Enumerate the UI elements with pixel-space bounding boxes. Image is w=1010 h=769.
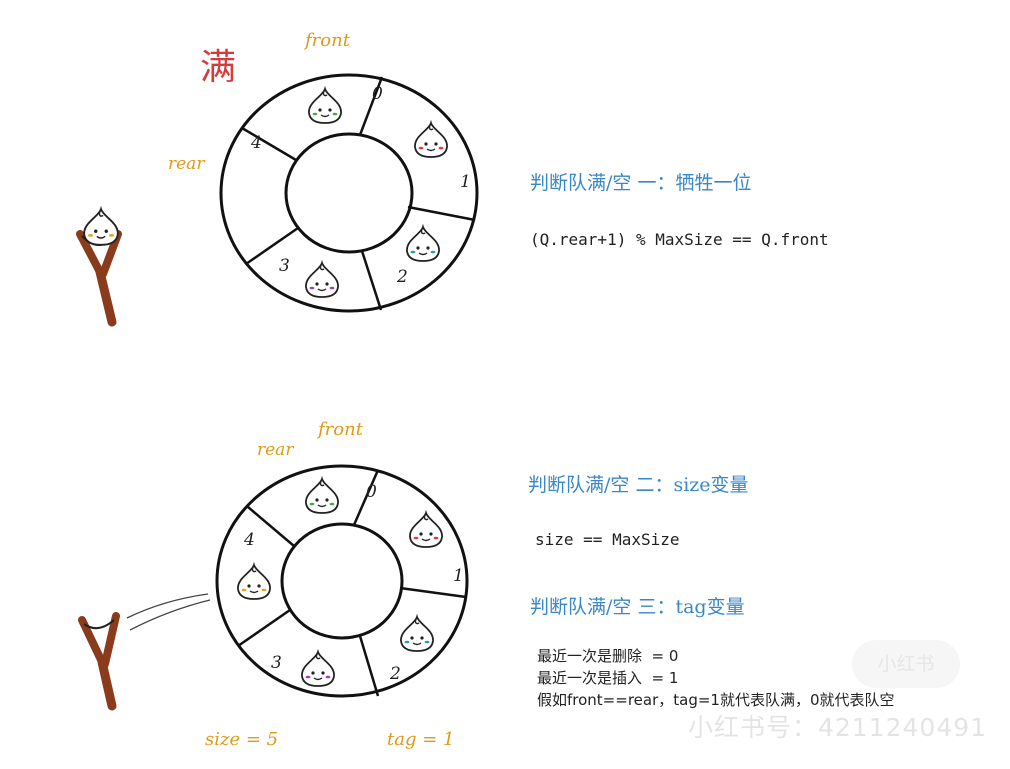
watermark-logo: 小红书 [852,640,960,688]
method2-formula: size == MaxSize [535,530,680,549]
watermark-id: 小红书号：4211240491 [688,713,988,742]
method3-line-1: 最近一次是删除 = 0 [537,647,679,665]
dumpling-face-icon [305,260,339,298]
queue1-slot-1-label: 1 [460,172,471,192]
method1-formula: (Q.rear+1) % MaxSize == Q.front [530,230,829,249]
dumpling-face-icon [400,614,434,652]
queue1-rear-label: rear [168,154,205,174]
queue2-slot-4-label: 4 [244,530,255,550]
queue2-slot-1-label: 1 [453,566,464,586]
method3-line-3: 假如front==rear，tag=1就代表队满，0就代表队空 [537,691,895,709]
dumpling-face-icon [409,510,443,548]
motion-lines [126,593,211,631]
dumpling-face-icon [301,649,335,687]
queue2-slot-2-label: 2 [390,664,401,684]
method2-heading: 判断队满/空 二：size变量 [528,474,749,496]
queue1-slot-0-label: 0 [372,84,383,104]
slingshot-icon [78,612,120,711]
tag-label: tag = 1 [387,729,455,750]
queue2-slot-0-label: 0 [366,482,377,502]
queue1-slot-4-label: 4 [251,133,262,153]
dumpling-face-icon [308,86,342,124]
full-label: 满 [200,47,237,88]
queue1-slot-2-label: 2 [397,267,408,287]
queue1-ring [219,73,479,313]
dumpling-face-icon [406,224,440,262]
method3-line-2: 最近一次是插入 = 1 [537,669,679,687]
queue1-slot-3-label: 3 [279,256,290,276]
queue2-slot-3-label: 3 [271,653,282,673]
queue2-ring [215,464,469,698]
method1-heading: 判断队满/空 一：牺牲一位 [530,172,752,194]
size-label: size = 5 [205,729,279,750]
dumpling-face-icon [414,120,448,158]
queue2-rear-label: rear [257,440,294,460]
queue1-front-label: front [305,30,350,51]
dumpling-face-icon [237,562,271,600]
dumpling-face-icon [83,206,119,246]
dumpling-face-icon [305,476,339,514]
method3-heading: 判断队满/空 三：tag变量 [530,596,745,618]
queue2-front-label: front [318,419,363,440]
